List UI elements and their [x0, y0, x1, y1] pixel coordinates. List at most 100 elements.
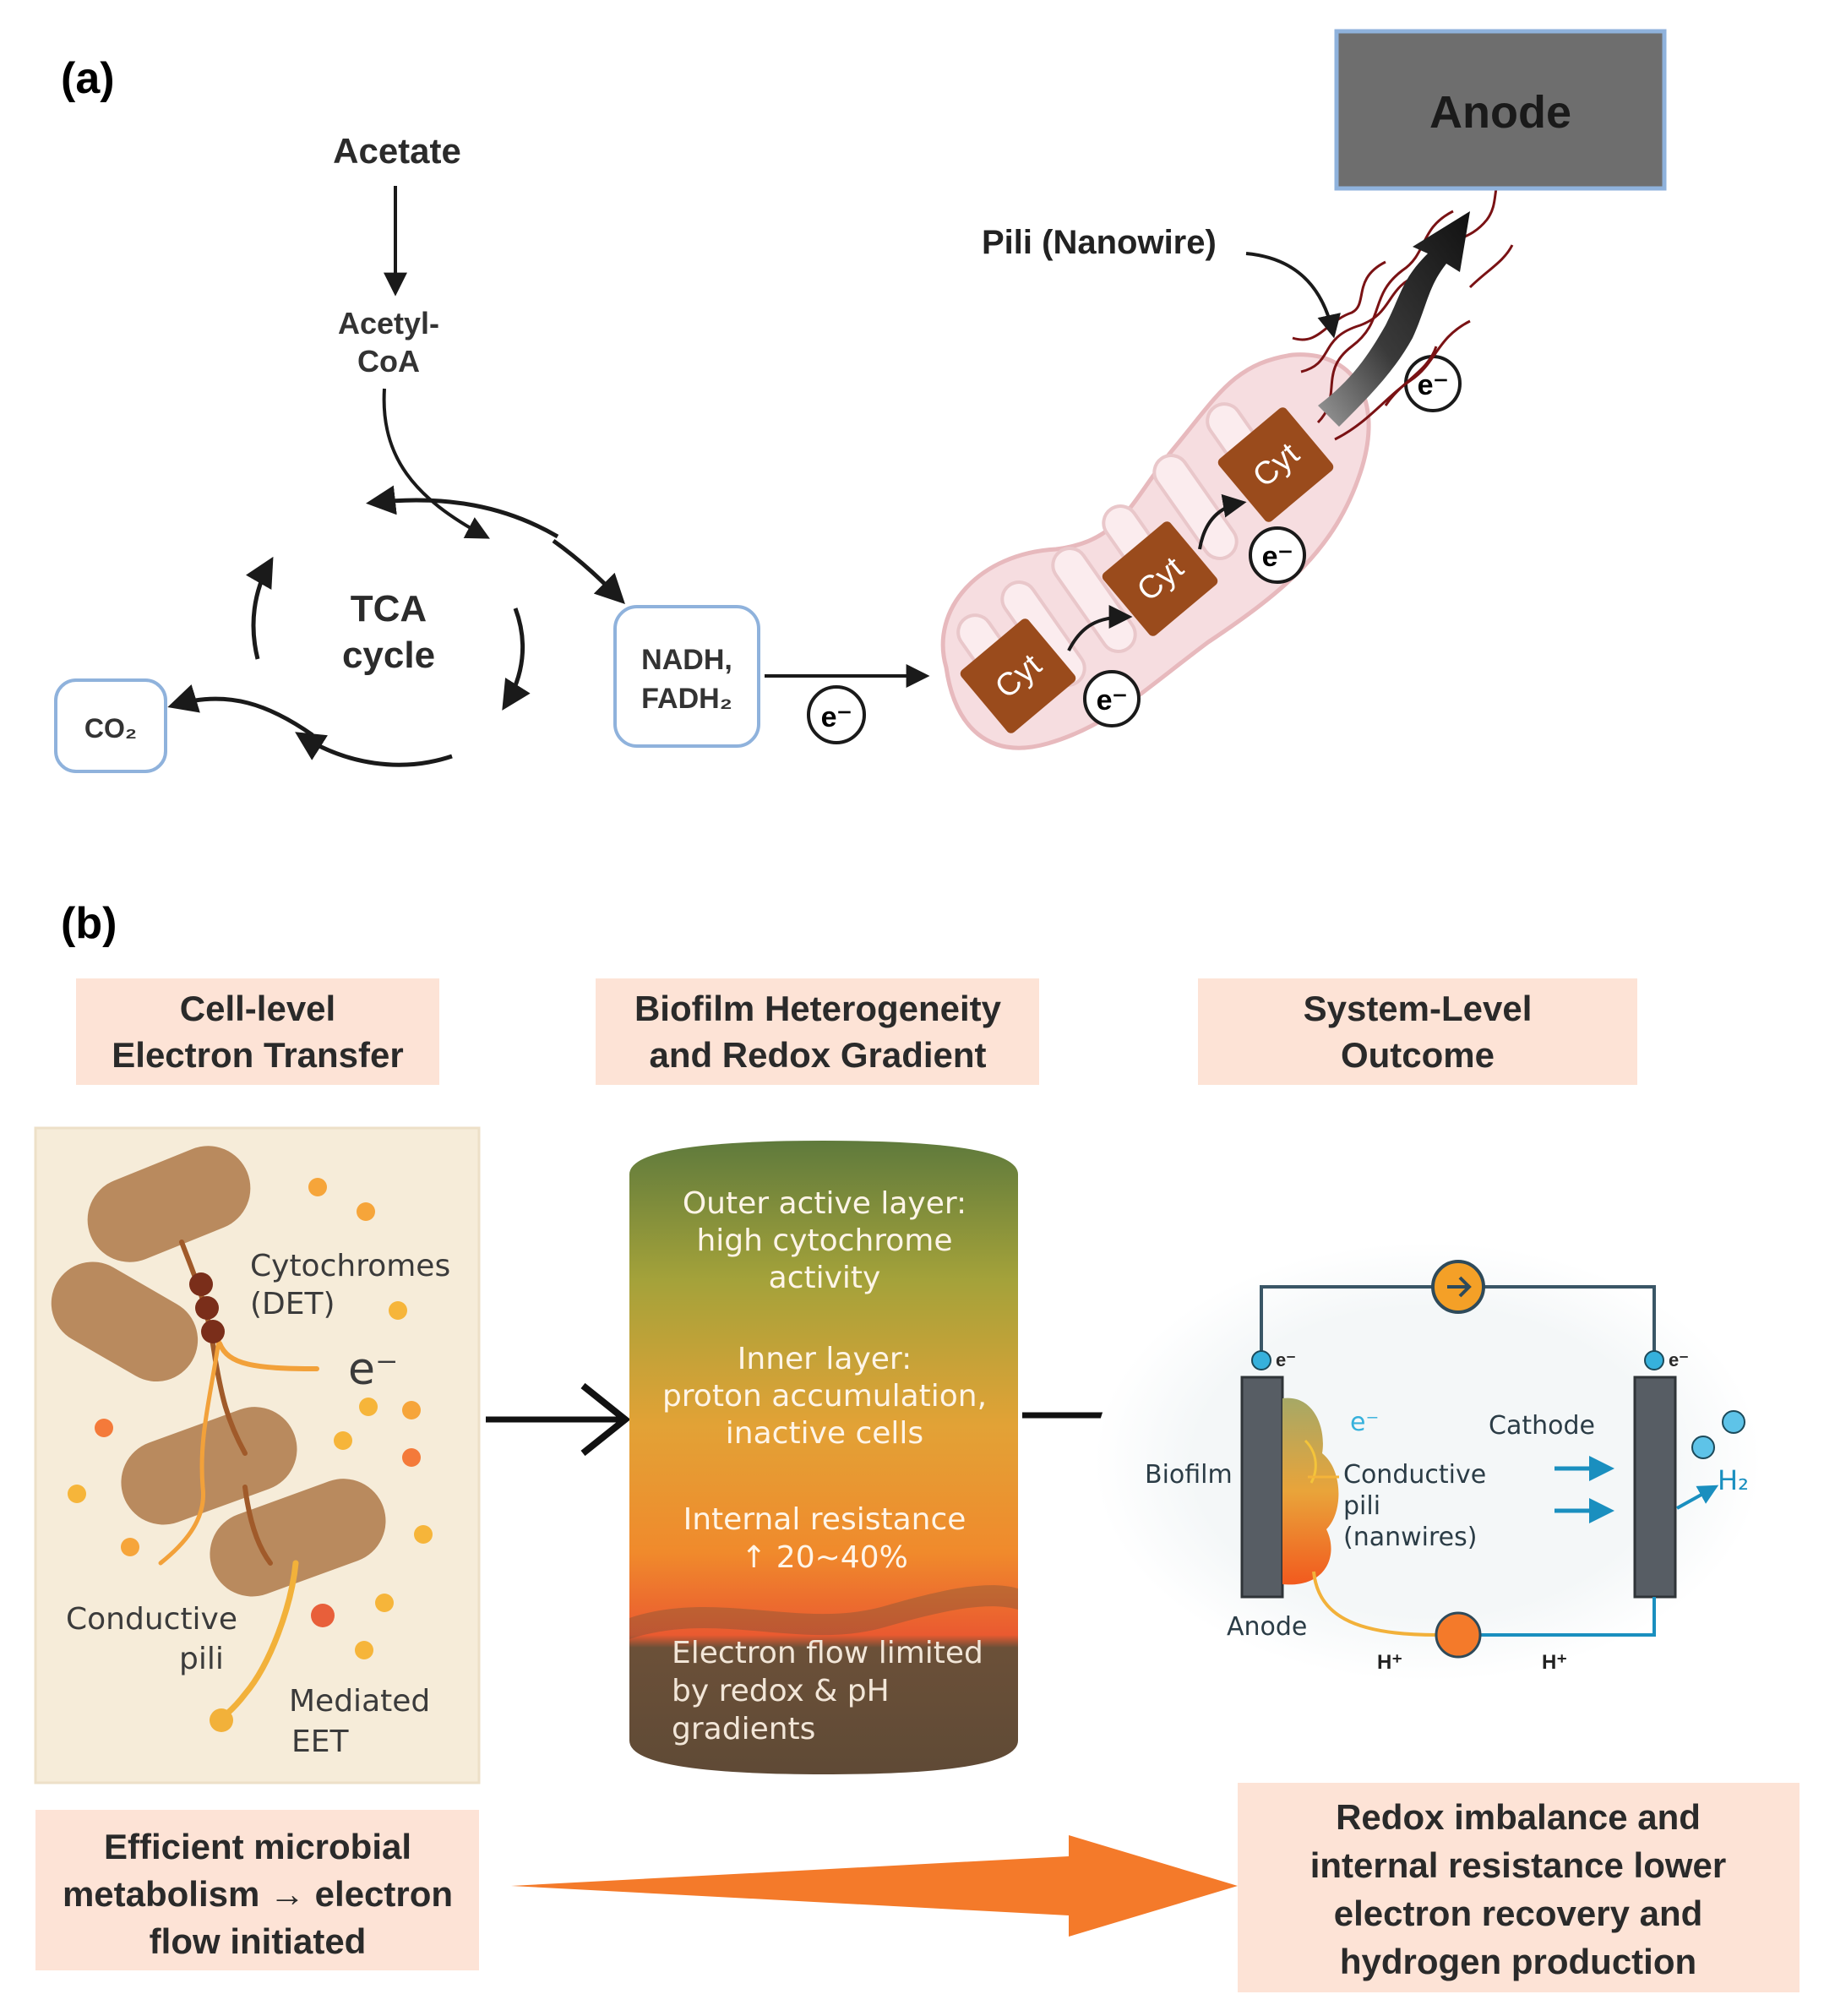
outer-line2: high cytochrome	[696, 1223, 952, 1258]
flow-line3: gradients	[672, 1712, 815, 1746]
bacterium-2	[51, 1261, 199, 1381]
cathode-sys-label: Cathode	[1489, 1411, 1595, 1441]
tca-to-co2-arrow	[167, 684, 314, 738]
electron-badge-2	[1083, 670, 1141, 727]
nadh-box	[613, 605, 760, 748]
cyt-box-3: Cyt	[1217, 407, 1334, 522]
bottom-wire-orange	[1312, 1571, 1437, 1637]
bacterium-4	[210, 1479, 386, 1597]
system-circuit: e⁻ e⁻ e⁻ Biofilm Anode Cathode Conductiv…	[1094, 1242, 1761, 1681]
e-left-label: e⁻	[1276, 1349, 1296, 1370]
mediated-eet-line1: Mediated	[289, 1684, 430, 1719]
bottom-right-line3: electron recovery and	[1334, 1893, 1703, 1933]
electron-badge-1	[807, 685, 866, 744]
mediated-eet-line2: EET	[291, 1724, 349, 1759]
cytochrome-dot-2	[195, 1296, 219, 1320]
acetate-label: Acetate	[333, 131, 461, 171]
nadh-line2: FADH₂	[641, 683, 732, 715]
panel-b-label: (b)	[61, 899, 117, 948]
tca-cycle: TCA cycle	[167, 485, 625, 767]
cond-pili-line1: Conductive	[66, 1602, 237, 1637]
cell-level-panel: Cytochromes (DET) e⁻ Conductive pili Med…	[34, 1126, 481, 1784]
tca-arc-left	[245, 556, 274, 660]
bottom-left-line3: flow initiated	[150, 1921, 367, 1961]
biofilm-electron-arrow	[1304, 1439, 1317, 1484]
cytochromes-line1: Cytochromes	[250, 1249, 450, 1283]
bottom-left-line2: metabolism → electron	[63, 1874, 453, 1914]
pili-nanowire	[1292, 168, 1514, 441]
resistance-line1: Internal resistance	[683, 1502, 966, 1537]
electron-badge-1-text: e⁻	[821, 701, 852, 733]
outer-line1: Outer active layer:	[683, 1186, 966, 1221]
co2-label: CO₂	[84, 713, 137, 744]
header-system-line1: System-Level	[1304, 989, 1533, 1028]
anode-sys-label: Anode	[1227, 1612, 1307, 1642]
e-dot-left	[1251, 1350, 1271, 1370]
tca-arc-right	[502, 608, 531, 711]
biofilm-sys-label: Biofilm	[1145, 1460, 1233, 1490]
tca-label-line2: cycle	[342, 635, 435, 676]
tca-label-line1: TCA	[351, 588, 427, 629]
bottom-left-line1: Efficient microbial	[104, 1827, 411, 1866]
bacterium-3	[121, 1407, 297, 1525]
tca-arc-bottom	[295, 732, 453, 767]
hplus-right-label: H⁺	[1542, 1651, 1567, 1674]
tca-to-nadh-arrow	[552, 538, 625, 604]
bacterium-1	[87, 1146, 251, 1262]
nadh-line1: NADH,	[641, 644, 732, 676]
pili-pointer-arrow	[1245, 252, 1341, 339]
biofilm-layer	[1282, 1398, 1339, 1585]
cytochromes-line2: (DET)	[250, 1287, 335, 1321]
bottom-right-box	[1238, 1783, 1799, 1992]
header-biofilm-line2: and Redox Gradient	[649, 1035, 986, 1075]
sys-pili-line1: Conductive	[1343, 1460, 1486, 1490]
header-cell-level-line1: Cell-level	[180, 989, 335, 1028]
panel-a-label: (a)	[61, 54, 115, 103]
biofilm-flow-text: Electron flow limited by redox & pH grad…	[672, 1636, 983, 1746]
pili-trunk-arrow	[1318, 211, 1470, 427]
bottom-right-line1: Redox imbalance and	[1336, 1797, 1701, 1837]
electron-badge-3	[1249, 526, 1306, 584]
inner-line3: inactive cells	[726, 1416, 923, 1451]
header-cell-level	[76, 978, 439, 1085]
electron-badge-3-text: e⁻	[1262, 541, 1293, 573]
e-right-label: e⁻	[1669, 1349, 1689, 1370]
header-biofilm	[596, 978, 1039, 1085]
outcome-arrow	[511, 1835, 1238, 1937]
resistance-line2: ↑ 20~40%	[741, 1540, 908, 1575]
pili-label: Pili (Nanowire)	[982, 224, 1217, 261]
inner-line1: Inner layer:	[738, 1342, 912, 1376]
cond-pili-line2: pili	[179, 1642, 224, 1676]
acetyl-coa-line1: Acetyl-	[338, 306, 439, 341]
load-arrow-icon	[1447, 1276, 1472, 1298]
cylinder-band	[629, 1585, 1018, 1639]
acetyl-coa-line2: CoA	[357, 344, 420, 379]
cyt-arrow-1	[1067, 605, 1133, 651]
cytochrome-dot-3	[201, 1320, 225, 1343]
header-biofilm-line1: Biofilm Heterogeneity	[634, 989, 1002, 1028]
cathode-electrode	[1633, 1376, 1677, 1599]
tca-arc-top	[366, 485, 559, 539]
hplus-left-label: H⁺	[1377, 1651, 1402, 1674]
arrow-cell-to-biofilm-head	[580, 1382, 631, 1457]
membrane-node	[1435, 1611, 1482, 1659]
header-cell-level-line2: Electron Transfer	[112, 1035, 403, 1075]
bottom-right-line4: hydrogen production	[1340, 1942, 1696, 1981]
e-dot-right	[1644, 1350, 1664, 1370]
anode-label: Anode	[1429, 87, 1571, 138]
electron-badge-4-text: e⁻	[1418, 369, 1449, 401]
h2-label: H₂	[1718, 1464, 1749, 1496]
outer-line3: activity	[769, 1261, 881, 1295]
cyt-arrow-2	[1198, 493, 1247, 550]
biofilm-e-label: e⁻	[1350, 1408, 1379, 1437]
eet-dot	[210, 1708, 233, 1732]
biofilm-cylinder: Outer active layer: high cytochrome acti…	[629, 1141, 1018, 1774]
bottom-left-box	[35, 1810, 479, 1970]
sys-pili-line3: (nanwires)	[1343, 1523, 1477, 1552]
anode-electrode	[1240, 1376, 1284, 1599]
inner-line2: proton accumulation,	[662, 1379, 987, 1414]
bottom-right-line2: internal resistance lower	[1310, 1845, 1727, 1885]
flow-line1: Electron flow limited	[672, 1636, 983, 1670]
bacteria	[51, 1146, 386, 1597]
